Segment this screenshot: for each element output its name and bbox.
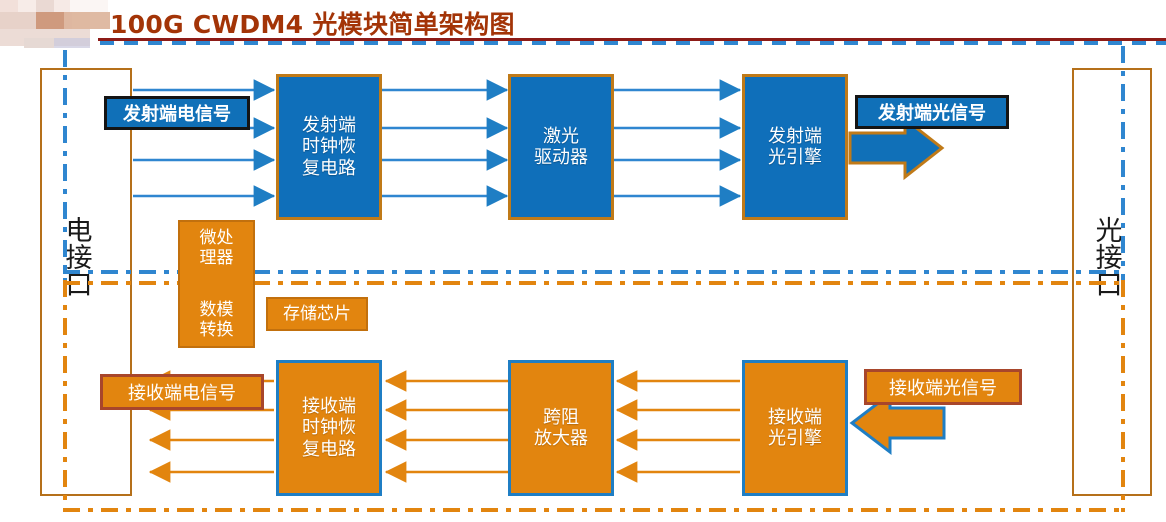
mcu-label: 微处 理器 bbox=[199, 228, 234, 269]
tx-optical-engine[interactable]: 发射端 光引擎 bbox=[742, 74, 848, 220]
memory-chip[interactable]: 存储芯片 bbox=[266, 297, 368, 331]
rx-optical-engine-label: 接收端 光引擎 bbox=[768, 406, 822, 449]
rx-optical-engine[interactable]: 接收端 光引擎 bbox=[742, 360, 848, 496]
page-title: 100G CWDM4 光模块简单架构图 bbox=[110, 5, 515, 41]
laser-driver[interactable]: 激光 驱动器 bbox=[508, 74, 614, 220]
rx-electrical-signal-label: 接收端电信号 bbox=[128, 383, 236, 404]
rx-cdr-circuit-label: 接收端 时钟恢 复电路 bbox=[302, 396, 356, 460]
rx-optical-signal-label: 接收端光信号 bbox=[889, 378, 997, 399]
rx-optical-signal-callout: 接收端光信号 bbox=[864, 369, 1022, 405]
left-boundary-orange-line bbox=[63, 280, 67, 512]
left-boundary-blue-line bbox=[63, 50, 67, 282]
tx-optical-engine-label: 发射端 光引擎 bbox=[768, 125, 822, 168]
blurred-logo-mosaic bbox=[0, 0, 110, 48]
tx-electrical-signal-label: 发射端电信号 bbox=[123, 104, 231, 125]
bottom-boundary-orange bbox=[63, 508, 1123, 512]
rx-cdr-circuit[interactable]: 接收端 时钟恢 复电路 bbox=[276, 360, 382, 496]
mcu-dac-block[interactable]: 微处 理器 数模 转换 bbox=[178, 220, 255, 348]
transimpedance-amplifier-label: 跨阻 放大器 bbox=[534, 406, 588, 449]
electrical-interface-label: 电接口 bbox=[65, 216, 93, 301]
right-boundary-orange-line bbox=[1121, 280, 1125, 512]
memory-chip-label: 存储芯片 bbox=[283, 303, 351, 324]
page-title-en: 100G CWDM4 bbox=[110, 10, 304, 39]
tx-cdr-circuit[interactable]: 发射端 时钟恢 复电路 bbox=[276, 74, 382, 220]
tx-electrical-signal-callout: 发射端电信号 bbox=[104, 96, 250, 130]
right-boundary-blue-line bbox=[1121, 46, 1125, 282]
header-rule bbox=[98, 38, 1166, 41]
transimpedance-amplifier[interactable]: 跨阻 放大器 bbox=[508, 360, 614, 496]
tx-cdr-circuit-label: 发射端 时钟恢 复电路 bbox=[302, 115, 356, 179]
optical-interface-label: 光接口 bbox=[1095, 216, 1123, 301]
tx-optical-signal-label: 发射端光信号 bbox=[878, 103, 986, 124]
header-dashed-rule bbox=[100, 41, 1166, 45]
laser-driver-label: 激光 驱动器 bbox=[534, 125, 588, 168]
tx-rx-separator-orange bbox=[63, 281, 1123, 285]
tx-optical-signal-callout: 发射端光信号 bbox=[855, 95, 1009, 129]
rx-electrical-signal-callout: 接收端电信号 bbox=[100, 374, 264, 410]
dac-label: 数模 转换 bbox=[199, 299, 234, 340]
page-title-cn: 光模块简单架构图 bbox=[312, 10, 515, 39]
tx-rx-separator-blue bbox=[63, 270, 1123, 274]
